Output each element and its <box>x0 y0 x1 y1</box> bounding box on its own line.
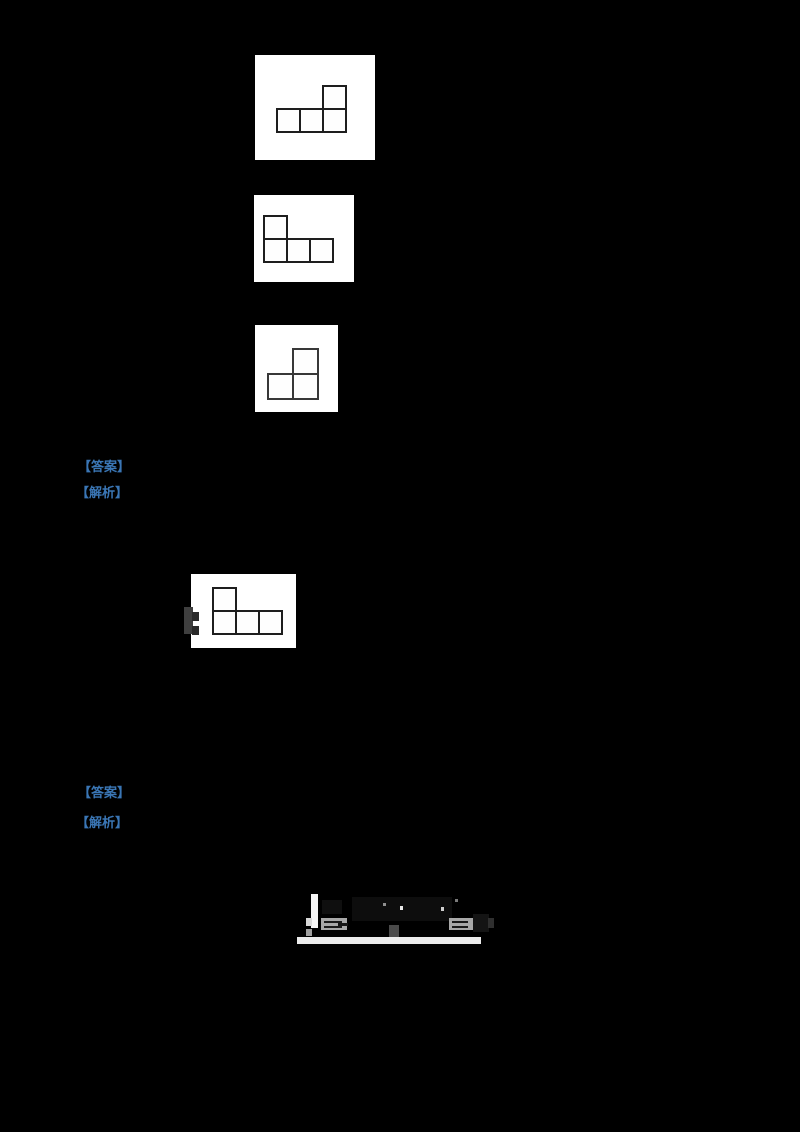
formula-equals-dash <box>324 926 342 928</box>
formula-dark-block <box>473 914 489 932</box>
partial-character-fragment <box>192 612 199 621</box>
grid-cell <box>322 108 347 133</box>
grid-cell <box>212 587 237 612</box>
figure-image-4 <box>191 574 296 648</box>
figure-image-1 <box>255 55 375 160</box>
formula-gray-edge <box>488 918 494 928</box>
formula-tiny-glyph <box>306 929 312 936</box>
formula-speck <box>383 903 386 906</box>
grid-cell <box>292 373 319 400</box>
grid-cell <box>212 610 237 635</box>
formula-speck <box>455 899 458 902</box>
partial-character-fragment <box>184 607 193 634</box>
formula-equals-dash <box>452 926 468 928</box>
figure-image-2 <box>254 195 354 282</box>
figure-image-3 <box>255 325 338 412</box>
formula-numerator-shadow <box>322 900 342 914</box>
analysis-link[interactable]: 【解析】 <box>76 816 129 831</box>
grid-cell <box>258 610 283 635</box>
grid-cell <box>235 610 260 635</box>
grid-cell <box>263 238 288 263</box>
formula-white-bar <box>311 894 318 928</box>
grid-cell <box>299 108 324 133</box>
formula-equals-dash <box>452 921 468 923</box>
answer-link[interactable]: 【答案】 <box>78 460 131 475</box>
grid-cell <box>276 108 301 133</box>
grid-cell <box>322 85 347 110</box>
formula-speck <box>400 906 403 910</box>
grid-cell <box>267 373 294 400</box>
formula-white-baseline <box>297 937 481 944</box>
partial-character-fragment <box>192 626 199 635</box>
formula-denominator-glyph <box>389 925 399 938</box>
formula-tiny-glyph <box>306 918 312 926</box>
analysis-link[interactable]: 【解析】 <box>76 486 129 501</box>
formula-equals-dash <box>324 921 342 923</box>
formula-dark-dash <box>338 923 348 926</box>
grid-cell <box>263 215 288 240</box>
formula-equals-patch <box>449 918 473 930</box>
grid-cell <box>309 238 334 263</box>
grid-cell <box>292 348 319 375</box>
formula-speck <box>441 907 444 911</box>
answer-link[interactable]: 【答案】 <box>78 786 131 801</box>
grid-cell <box>286 238 311 263</box>
